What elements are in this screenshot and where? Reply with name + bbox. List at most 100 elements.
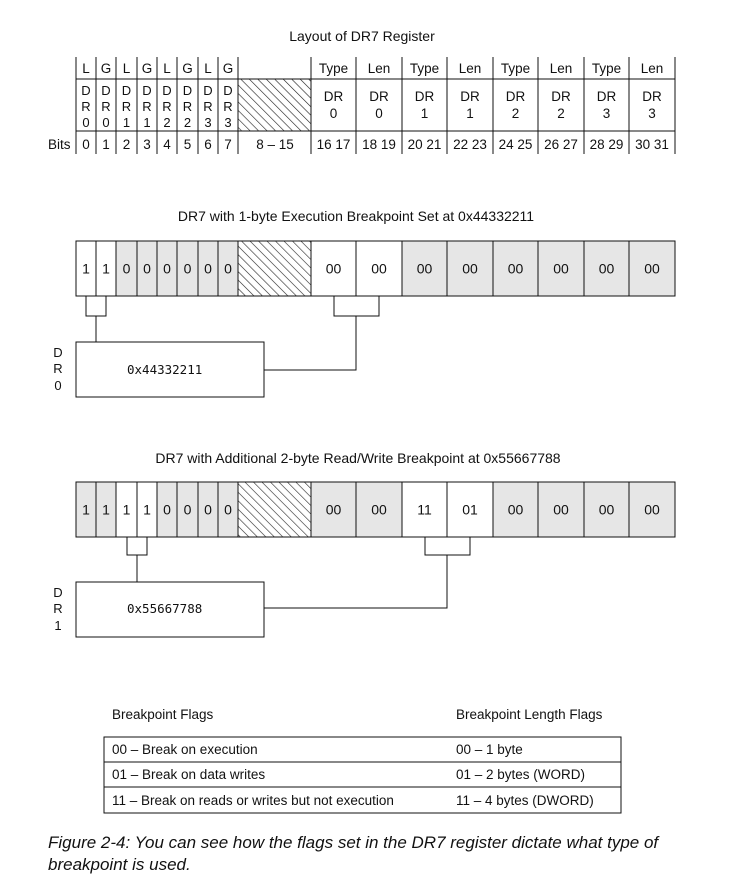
register-bit-value: 0 xyxy=(123,261,131,277)
breakpoint-flag-row-2: 11 – Break on reads or writes but not ex… xyxy=(112,793,394,808)
dr1-side-label-r: R xyxy=(53,601,62,616)
lg-label: L xyxy=(204,61,212,76)
lg-label: G xyxy=(101,61,112,76)
register-bit-value: 0 xyxy=(163,502,171,518)
breakpoint-flag-row-1: 01 – Break on data writes xyxy=(112,767,265,782)
type-len-dr-number: 1 xyxy=(421,106,429,121)
type-len-header: Type xyxy=(501,61,530,76)
high-bit-pair: 22 23 xyxy=(453,137,487,152)
register-field-value: 00 xyxy=(644,502,660,518)
length-flag-row-2: 11 – 4 bytes (DWORD) xyxy=(456,793,594,808)
high-bit-pair: 20 21 xyxy=(408,137,442,152)
register-bit-value: 0 xyxy=(204,261,212,277)
example2-connectors xyxy=(126,537,471,609)
type-len-dr-number: 1 xyxy=(466,106,474,121)
flags-table xyxy=(103,736,622,814)
example2-title: DR7 with Additional 2-byte Read/Write Br… xyxy=(155,450,560,466)
type-len-dr-label: DR xyxy=(369,89,389,104)
dr-column-label: 3 xyxy=(224,115,231,130)
register-bit-value: 1 xyxy=(82,261,90,277)
register-reserved-hatch xyxy=(237,481,312,538)
register-bit-value: 0 xyxy=(163,261,171,277)
register-field-cell xyxy=(446,240,494,297)
dr0-address: 0x44332211 xyxy=(127,362,202,377)
type-len-dr-label: DR xyxy=(506,89,526,104)
dr-column-label: R xyxy=(101,99,110,114)
register-field-cell xyxy=(401,240,448,297)
lg-label: L xyxy=(123,61,131,76)
length-flags-title: Breakpoint Length Flags xyxy=(456,707,603,722)
register-bit-value: 0 xyxy=(143,261,151,277)
register-field-value: 00 xyxy=(553,261,569,277)
register-field-cell xyxy=(355,240,403,297)
register-field-cell xyxy=(492,481,539,538)
dr-column-label: 2 xyxy=(184,115,191,130)
high-bit-pair: 26 27 xyxy=(544,137,578,152)
register-field-cell xyxy=(310,481,357,538)
register-field-value: 11 xyxy=(417,502,432,518)
breakpoint-flag-row-0: 00 – Break on execution xyxy=(112,742,258,757)
high-bit-pair: 28 29 xyxy=(590,137,624,152)
register-field-value: 00 xyxy=(508,502,524,518)
type-len-dr-label: DR xyxy=(597,89,617,104)
register-field-cell xyxy=(310,240,357,297)
lg-label: G xyxy=(223,61,234,76)
dr-column-label: 2 xyxy=(163,115,170,130)
type-len-dr-label: DR xyxy=(324,89,344,104)
example2-section: DR7 with Additional 2-byte Read/Write Br… xyxy=(53,450,676,638)
register-bit-value: 0 xyxy=(224,502,232,518)
register-field-value: 00 xyxy=(553,502,569,518)
dr1-address: 0x55667788 xyxy=(127,601,202,616)
dr-column-label: 0 xyxy=(102,115,109,130)
register-field-value: 00 xyxy=(417,261,433,277)
type-len-header: Type xyxy=(592,61,621,76)
dr1-address-box xyxy=(75,581,265,638)
register-field-value: 00 xyxy=(644,261,660,277)
high-bit-pair: 16 17 xyxy=(317,137,351,152)
type-len-dr-number: 0 xyxy=(330,106,338,121)
type-len-dr-number: 3 xyxy=(648,106,656,121)
register-field-cell xyxy=(537,481,585,538)
bit-number: 7 xyxy=(224,137,232,152)
dr-column-label: R xyxy=(203,99,212,114)
type-len-dr-number: 2 xyxy=(512,106,520,121)
type-len-dr-number: 2 xyxy=(557,106,565,121)
layout-title: Layout of DR7 Register xyxy=(289,28,435,44)
high-bit-pair: 30 31 xyxy=(635,137,669,152)
bit-number: 5 xyxy=(184,137,192,152)
dr-column-label: 3 xyxy=(204,115,211,130)
type-len-dr-label: DR xyxy=(460,89,480,104)
dr-column-label: R xyxy=(183,99,192,114)
register-bit-value: 0 xyxy=(224,261,232,277)
high-bit-pair: 24 25 xyxy=(499,137,533,152)
dr0-side-label-r: R xyxy=(53,361,62,376)
dr-column-label: D xyxy=(183,83,192,98)
reserved-hatch xyxy=(237,78,312,132)
register-field-value: 00 xyxy=(371,261,387,277)
type-len-header: Len xyxy=(550,61,573,76)
register-field-value: 00 xyxy=(326,261,342,277)
type-len-header: Type xyxy=(410,61,439,76)
type-len-dr-number: 0 xyxy=(375,106,383,121)
dr-column-label: D xyxy=(122,83,131,98)
bits-label: Bits xyxy=(48,137,71,152)
bit-number: 6 xyxy=(204,137,212,152)
dr-column-label: R xyxy=(122,99,131,114)
register-bit-value: 1 xyxy=(102,261,110,277)
register-field-value: 00 xyxy=(371,502,387,518)
dr-column-label: D xyxy=(101,83,110,98)
type-len-header: Len xyxy=(459,61,482,76)
dr-column-label: R xyxy=(142,99,151,114)
lg-label: L xyxy=(163,61,171,76)
register-field-value: 01 xyxy=(462,502,478,518)
length-flag-row-0: 00 – 1 byte xyxy=(456,742,523,757)
dr-column-label: D xyxy=(81,83,90,98)
dr-column-label: D xyxy=(203,83,212,98)
register-field-value: 00 xyxy=(326,502,342,518)
type-len-dr-label: DR xyxy=(551,89,571,104)
lg-label: G xyxy=(182,61,193,76)
